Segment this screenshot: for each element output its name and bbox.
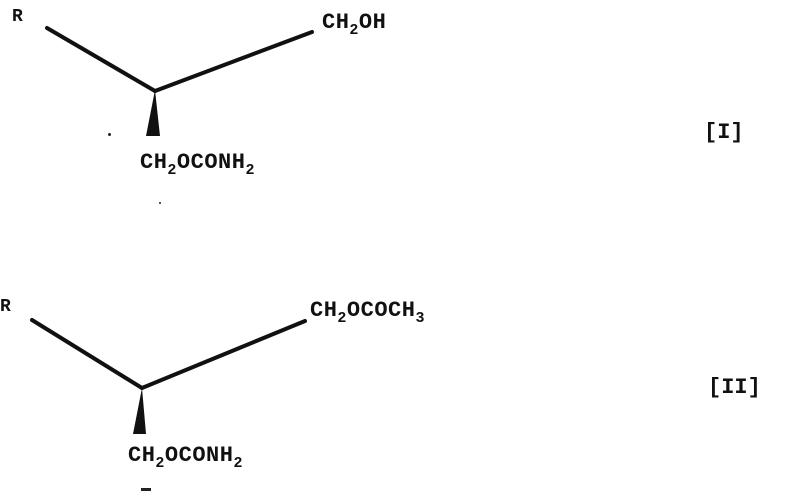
subscript: 2 bbox=[337, 310, 347, 327]
ch2oconh2-group-II: CH2OCONH2 bbox=[128, 443, 243, 472]
group-text: OCOCH bbox=[346, 298, 416, 323]
subscript: 3 bbox=[415, 310, 425, 327]
scan-artifact bbox=[141, 488, 151, 491]
group-text: CH bbox=[322, 10, 350, 35]
r-substituent-II: R bbox=[0, 297, 12, 317]
ch2ococh3-group: CH2OCOCH3 bbox=[310, 298, 425, 327]
subscript: 2 bbox=[349, 22, 359, 39]
group-text: OCONH bbox=[164, 443, 234, 468]
group-text: CH bbox=[128, 443, 156, 468]
scan-artifact bbox=[159, 202, 161, 204]
bond-center-to-ch2ococh3 bbox=[140, 319, 307, 390]
r-substituent-I: R bbox=[12, 7, 24, 27]
compound-II-bonds bbox=[30, 318, 307, 434]
subscript: 2 bbox=[245, 162, 255, 179]
bond-r-to-center-I bbox=[45, 26, 157, 93]
group-text: CH bbox=[310, 298, 338, 323]
group-text: OH bbox=[358, 10, 387, 35]
compound-label-II: [II] bbox=[708, 375, 761, 400]
bond-r-to-center-II bbox=[30, 318, 144, 390]
scan-artifact bbox=[108, 133, 111, 136]
subscript: 2 bbox=[155, 455, 165, 472]
compound-I-bonds bbox=[45, 26, 314, 136]
wedge-bond-I bbox=[146, 90, 160, 136]
compound-label-I: [I] bbox=[704, 120, 744, 145]
group-text: OCONH bbox=[176, 150, 246, 175]
ch2oconh2-group-I: CH2OCONH2 bbox=[140, 150, 255, 179]
ch2oh-group: CH2OH bbox=[322, 10, 387, 39]
subscript: 2 bbox=[233, 455, 243, 472]
subscript: 2 bbox=[167, 162, 177, 179]
wedge-bond-II bbox=[133, 388, 146, 434]
group-text: CH bbox=[140, 150, 168, 175]
bond-center-to-ch2oh bbox=[153, 30, 314, 93]
